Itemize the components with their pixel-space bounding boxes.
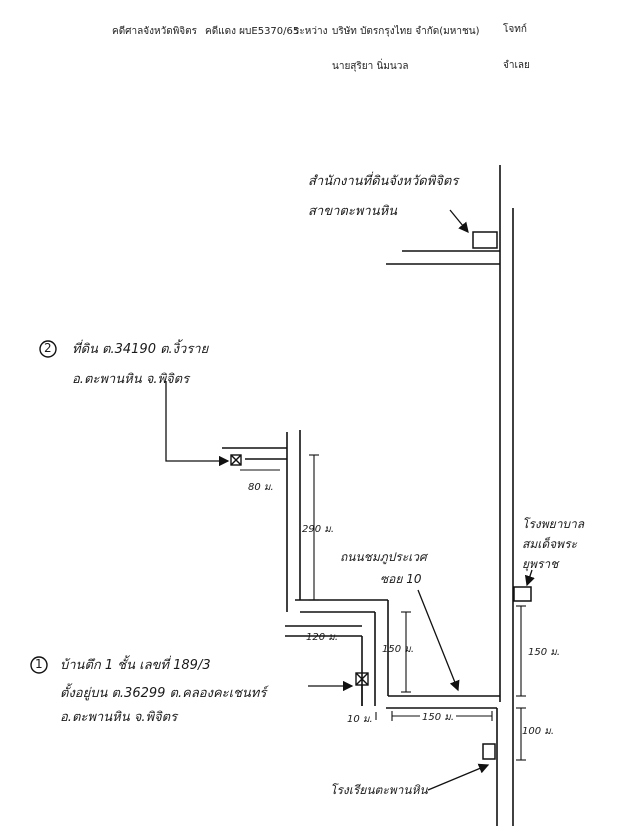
hospital-label-1: โรงพยาบาล bbox=[522, 517, 585, 531]
plot1-title: บ้านตึก 1 ชั้น เลขที่ 189/3 bbox=[60, 658, 211, 673]
distance-150m-road: 150 ม. bbox=[420, 710, 457, 725]
land-office-label: สำนักงานที่ดินจังหวัดพิจิตร bbox=[308, 174, 459, 189]
plot2-number: 2 bbox=[44, 341, 52, 355]
hospital-label-3: ยุพราช bbox=[522, 557, 559, 571]
defendant-role: จำเลย bbox=[503, 60, 530, 71]
hospital-building bbox=[513, 586, 532, 602]
distance-80m: 80 ม. bbox=[248, 482, 274, 493]
distance-290m: 290 ม. bbox=[302, 524, 335, 535]
land-office-building bbox=[472, 231, 498, 249]
plot1-location: อ.ตะพานหิน จ.พิจิตร bbox=[60, 710, 178, 725]
case-number: คดีแดง ผบE5370/65 bbox=[205, 26, 300, 37]
distance-10m: 10 ม. bbox=[347, 714, 373, 725]
plot1-marker-box bbox=[355, 672, 369, 706]
hospital-label-2: สมเด็จพระ bbox=[522, 537, 577, 551]
between-label: ระหว่าง bbox=[294, 26, 328, 37]
plot1-number: 1 bbox=[35, 657, 43, 671]
land-office-branch-label: สาขาตะพานหิน bbox=[308, 204, 398, 219]
plot1-address: ตั้งอยู่บน ต.36299 ต.คลองคะเชนทร์ bbox=[60, 686, 267, 701]
soi-label: ซอย 10 bbox=[380, 572, 422, 586]
plot1-circle bbox=[30, 656, 48, 674]
court-name: คดีศาลจังหวัดพิจิตร bbox=[112, 26, 198, 37]
defendant-name: นายสุริยา นิ่มนวล bbox=[332, 61, 409, 72]
school-building bbox=[482, 743, 496, 760]
distance-150m-soi: 150 ม. bbox=[382, 644, 415, 655]
plot2-circle bbox=[39, 340, 57, 358]
school-label: โรงเรียนตะพานหิน bbox=[330, 783, 428, 797]
distance-100m: 100 ม. bbox=[522, 726, 555, 737]
plot2-location: อ.ตะพานหิน จ.พิจิตร bbox=[72, 372, 190, 387]
plot2-marker-box bbox=[230, 454, 242, 466]
plaintiff-name: บริษัท บัตรกรุงไทย จำกัด(มหาชน) bbox=[332, 26, 480, 37]
distance-150m-main: 150 ม. bbox=[528, 647, 561, 658]
plaintiff-role: โจทก์ bbox=[503, 24, 527, 35]
road-name-label: ถนนชมภูประเวศ bbox=[340, 550, 427, 564]
distance-120m: 120 ม. bbox=[306, 632, 339, 643]
plot2-title: ที่ดิน ต.34190 ต.งิ้วราย bbox=[72, 342, 209, 357]
